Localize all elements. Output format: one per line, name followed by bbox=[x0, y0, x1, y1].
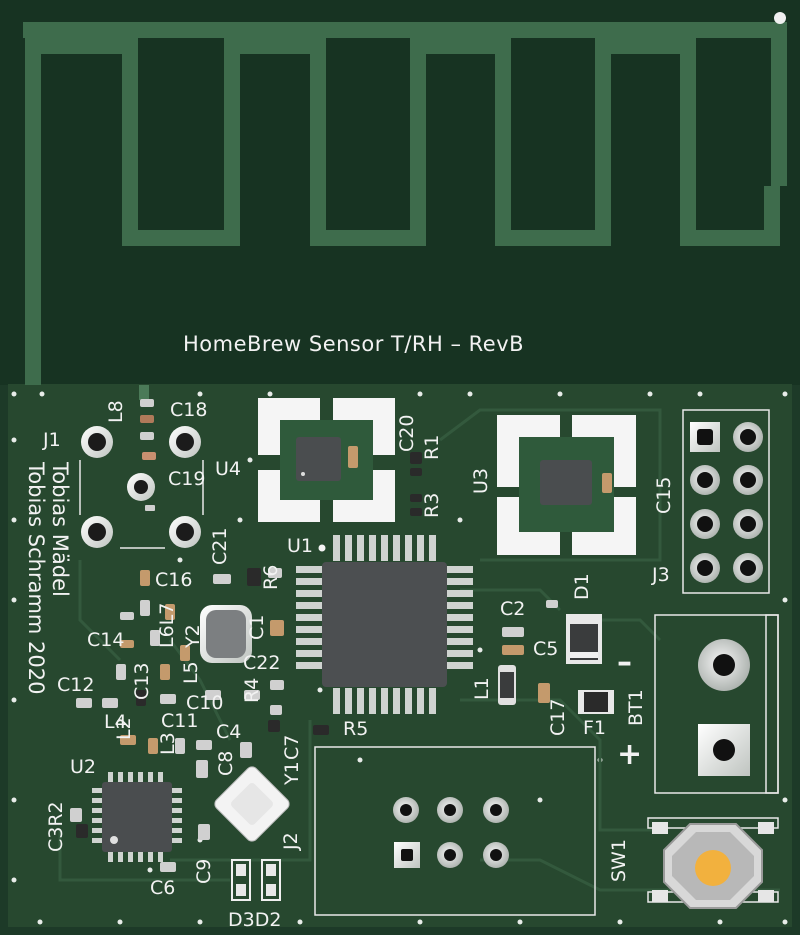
bt1-terminal bbox=[654, 614, 779, 794]
u2-ic bbox=[92, 772, 182, 862]
edge-vias bbox=[11, 391, 788, 925]
sw1-button bbox=[647, 817, 779, 909]
ref-j3: J3 bbox=[652, 564, 670, 586]
ref-c10: C10 bbox=[186, 692, 224, 714]
ref-l4: L4 bbox=[104, 711, 127, 733]
ref-u1: U1 bbox=[287, 535, 313, 557]
ref-c12: C12 bbox=[57, 674, 95, 696]
leds bbox=[231, 859, 281, 901]
ref-u4: U4 bbox=[215, 458, 241, 480]
antenna-feed bbox=[23, 22, 787, 186]
u4-footprint bbox=[258, 398, 395, 522]
ref-c5: C5 bbox=[533, 638, 559, 660]
author-credit-2: Tobias Schramm 2020 bbox=[24, 462, 48, 695]
board-title: HomeBrew Sensor T/RH – RevB bbox=[183, 332, 525, 356]
ref-c22: C22 bbox=[243, 652, 281, 674]
ref-c14: C14 bbox=[87, 629, 125, 651]
ref-u3: U3 bbox=[470, 468, 492, 494]
ref-c17: C17 bbox=[547, 698, 569, 736]
ref-y1: Y1 bbox=[281, 761, 303, 785]
passives-r1r3 bbox=[410, 452, 422, 516]
author-credit-1: Tobias Mädel bbox=[48, 462, 72, 597]
ref-l3: L3 bbox=[157, 732, 179, 755]
ref-r5: R5 bbox=[343, 718, 369, 740]
ref-r6: R6 bbox=[260, 564, 282, 590]
ref-c11: C11 bbox=[161, 710, 199, 732]
ref-d3d2: D3D2 bbox=[228, 909, 282, 931]
ref-f1: F1 bbox=[583, 717, 607, 739]
ref-c2: C2 bbox=[500, 598, 526, 620]
j2-connector bbox=[314, 746, 596, 916]
ref-l6l7: L6L7 bbox=[156, 602, 178, 648]
power-passives bbox=[498, 600, 614, 714]
y1-crystal bbox=[214, 766, 290, 842]
ref-c8: C8 bbox=[215, 750, 237, 776]
u3-footprint bbox=[497, 415, 636, 555]
ref-l2: L2 bbox=[113, 717, 135, 740]
ref-c21: C21 bbox=[209, 527, 231, 565]
ref-r3: R3 bbox=[421, 492, 443, 518]
ref-u2: U2 bbox=[70, 756, 96, 778]
ref-c4: C4 bbox=[216, 721, 242, 743]
j3-header bbox=[682, 409, 770, 594]
ref-l1: L1 bbox=[471, 677, 493, 700]
ref-r1: R1 bbox=[421, 434, 443, 460]
passives-left bbox=[70, 568, 329, 872]
ref-sw1: SW1 bbox=[608, 839, 630, 882]
ref-l8: L8 bbox=[105, 400, 127, 423]
ref-c6: C6 bbox=[150, 877, 176, 899]
ref-c7: C7 bbox=[281, 734, 303, 760]
ref-c13: C13 bbox=[131, 662, 153, 700]
ref-c3r2: C3R2 bbox=[45, 801, 67, 852]
ref-y2: Y2 bbox=[182, 624, 204, 648]
ref-r4: R4 bbox=[241, 677, 263, 703]
ref-c16: C16 bbox=[155, 569, 193, 591]
ref-c1: C1 bbox=[246, 614, 268, 640]
y2-crystal bbox=[200, 605, 252, 663]
polarity-plus: + bbox=[617, 737, 643, 772]
antenna-trace bbox=[25, 38, 780, 385]
ref-c9: C9 bbox=[193, 858, 215, 884]
ref-l5: L5 bbox=[180, 661, 202, 684]
polarity-minus: – bbox=[617, 645, 632, 680]
ref-d1: D1 bbox=[571, 573, 593, 600]
j1-connector bbox=[79, 426, 204, 549]
passives-j1 bbox=[140, 399, 156, 511]
ref-c18: C18 bbox=[170, 399, 208, 421]
u1-mcu bbox=[296, 535, 473, 714]
ref-c19: C19 bbox=[168, 468, 206, 490]
ref-c20: C20 bbox=[396, 414, 418, 452]
ref-j1: J1 bbox=[43, 429, 61, 451]
mount-dot bbox=[774, 12, 786, 24]
ref-j2: J2 bbox=[280, 832, 302, 850]
ref-bt1: BT1 bbox=[625, 689, 647, 726]
ref-c15: C15 bbox=[653, 476, 675, 514]
